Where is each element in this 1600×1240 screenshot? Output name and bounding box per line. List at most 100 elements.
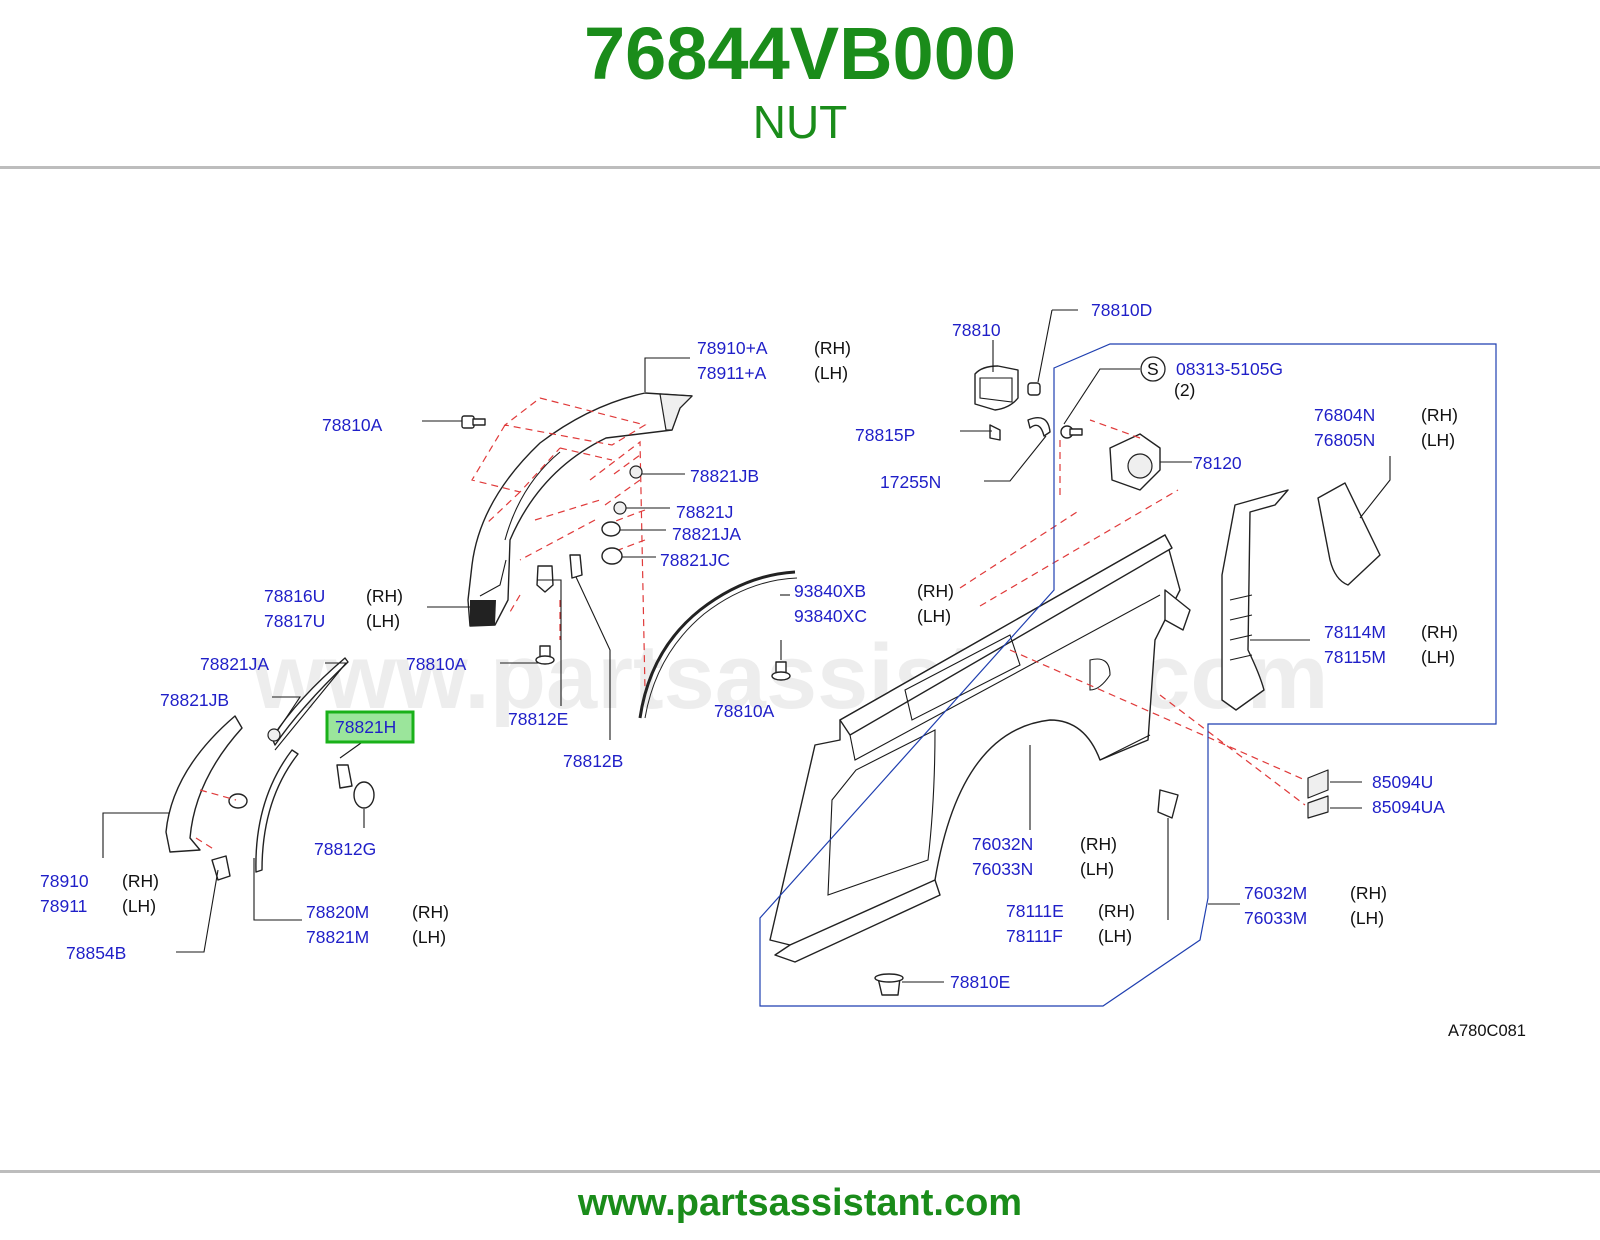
label-78820M[interactable]: 78820M bbox=[306, 902, 369, 922]
label-85094U[interactable]: 85094U bbox=[1372, 772, 1433, 792]
bolt-78810A-top bbox=[461, 415, 486, 429]
label-78810E[interactable]: 78810E bbox=[950, 972, 1010, 992]
label-78114M[interactable]: 78114M bbox=[1324, 622, 1386, 642]
label-76033M-side: (LH) bbox=[1350, 908, 1384, 928]
s-symbol-text: S bbox=[1147, 359, 1159, 379]
label-78810A-top[interactable]: 78810A bbox=[322, 415, 383, 435]
inner-pillar-78114M bbox=[1221, 489, 1289, 711]
label-76033N-side: (LH) bbox=[1080, 859, 1114, 879]
pin-78810D bbox=[1027, 382, 1041, 396]
label-93840XB-side: (RH) bbox=[917, 581, 954, 601]
label-17255N[interactable]: 17255N bbox=[880, 472, 941, 492]
label-78911A[interactable]: 78911+A bbox=[697, 363, 767, 383]
label-85094UA[interactable]: 85094UA bbox=[1372, 797, 1445, 817]
clip-78812E bbox=[536, 565, 554, 593]
screw-08313-5105G bbox=[1060, 425, 1083, 439]
label-78821JA-top[interactable]: 78821JA bbox=[672, 524, 741, 544]
clip-78810E bbox=[874, 973, 904, 996]
label-76033N[interactable]: 76033N bbox=[972, 859, 1033, 879]
label-78111E[interactable]: 78111E bbox=[1006, 901, 1064, 921]
label-08313-qty: (2) bbox=[1174, 380, 1195, 400]
header-divider bbox=[0, 166, 1600, 169]
label-76804N-side: (RH) bbox=[1421, 405, 1458, 425]
clip-78821JB bbox=[629, 465, 643, 479]
label-78910A-side: (RH) bbox=[814, 338, 851, 358]
diagram-reference-code: A780C081 bbox=[1448, 1022, 1526, 1040]
label-08313-5105G[interactable]: 08313-5105G bbox=[1176, 359, 1283, 379]
clip-78812B bbox=[569, 554, 583, 579]
spring-78815P bbox=[989, 424, 1001, 441]
label-78812B[interactable]: 78812B bbox=[563, 751, 623, 771]
label-76805N-side: (LH) bbox=[1421, 430, 1455, 450]
label-78810A-bottom[interactable]: 78810A bbox=[714, 701, 775, 721]
filler-housing-78120 bbox=[1109, 433, 1161, 491]
label-93840XC[interactable]: 93840XC bbox=[794, 606, 867, 626]
label-93840XB[interactable]: 93840XB bbox=[794, 581, 866, 601]
filler-76804N bbox=[1317, 482, 1381, 586]
label-78817U[interactable]: 78817U bbox=[264, 611, 325, 631]
label-78115M[interactable]: 78115M bbox=[1324, 647, 1386, 667]
label-78911A-side: (LH) bbox=[814, 363, 848, 383]
highlight-box bbox=[325, 710, 415, 744]
footer-divider bbox=[0, 1170, 1600, 1173]
label-78821JA-left[interactable]: 78821JA bbox=[200, 654, 269, 674]
label-78812E[interactable]: 78812E bbox=[508, 709, 568, 729]
label-78111E-side: (RH) bbox=[1098, 901, 1135, 921]
label-78114M-side: (RH) bbox=[1421, 622, 1458, 642]
clip-78821H bbox=[336, 764, 353, 789]
label-78821M[interactable]: 78821M bbox=[306, 927, 369, 947]
label-78821JB-top[interactable]: 78821JB bbox=[690, 466, 759, 486]
label-78115M-side: (LH) bbox=[1421, 647, 1455, 667]
part-name-subtitle: NUT bbox=[752, 96, 848, 148]
label-78821JC[interactable]: 78821JC bbox=[660, 550, 730, 570]
part-number-title: 76844VB000 bbox=[583, 12, 1017, 95]
label-78810D[interactable]: 78810D bbox=[1091, 300, 1152, 320]
label-78120[interactable]: 78120 bbox=[1193, 453, 1242, 473]
label-78910-side: (RH) bbox=[122, 871, 159, 891]
clip-78111E bbox=[1157, 789, 1179, 819]
label-78854B[interactable]: 78854B bbox=[66, 943, 126, 963]
label-78821JB-left[interactable]: 78821JB bbox=[160, 690, 229, 710]
leader-lines bbox=[102, 309, 1391, 983]
label-78111F[interactable]: 78111F bbox=[1006, 926, 1063, 946]
highlighted-part-label[interactable]: 78821H bbox=[325, 710, 415, 744]
label-78810[interactable]: 78810 bbox=[952, 320, 1001, 340]
label-78910[interactable]: 78910 bbox=[40, 871, 89, 891]
standard-part-symbol: S bbox=[1140, 356, 1166, 382]
clip-78821J bbox=[613, 501, 627, 515]
footer-website-link[interactable]: www.partsassistant.com bbox=[577, 1182, 1023, 1224]
label-76033M[interactable]: 76033M bbox=[1244, 908, 1307, 928]
label-78815P[interactable]: 78815P bbox=[855, 425, 915, 445]
label-78820M-side: (RH) bbox=[412, 902, 449, 922]
label-76805N[interactable]: 76805N bbox=[1314, 430, 1375, 450]
clip-78854B bbox=[211, 855, 231, 881]
label-78810A-mid[interactable]: 78810A bbox=[406, 654, 467, 674]
page-header: 76844VB000 NUT bbox=[0, 0, 1600, 168]
label-78911-side: (LH) bbox=[122, 896, 156, 916]
label-78821M-side: (LH) bbox=[412, 927, 446, 947]
label-78821J[interactable]: 78821J bbox=[676, 502, 733, 522]
pad-78812G bbox=[353, 781, 375, 809]
label-78910A[interactable]: 78910+A bbox=[697, 338, 768, 358]
label-76804N[interactable]: 76804N bbox=[1314, 405, 1375, 425]
label-76032N-side: (RH) bbox=[1080, 834, 1117, 854]
clip-78821JA-left bbox=[228, 793, 248, 809]
label-78812G[interactable]: 78812G bbox=[314, 839, 376, 859]
label-76032M-side: (RH) bbox=[1350, 883, 1387, 903]
label-78816U[interactable]: 78816U bbox=[264, 586, 325, 606]
clip-78821JB-left bbox=[267, 728, 281, 742]
clip-78821JC bbox=[601, 547, 623, 565]
rear-body-side-panel bbox=[769, 534, 1191, 963]
label-78111F-side: (LH) bbox=[1098, 926, 1132, 946]
bolt-78810A-mid bbox=[535, 645, 555, 665]
pad-85094UA bbox=[1307, 795, 1329, 819]
label-78911[interactable]: 78911 bbox=[40, 896, 87, 916]
label-76032M[interactable]: 76032M bbox=[1244, 883, 1307, 903]
label-78816U-side: (RH) bbox=[366, 586, 403, 606]
label-76032N[interactable]: 76032N bbox=[972, 834, 1033, 854]
fuel-filler-door-78810 bbox=[974, 365, 1019, 411]
label-78821H[interactable]: 78821H bbox=[335, 717, 396, 737]
label-93840XC-side: (LH) bbox=[917, 606, 951, 626]
label-78817U-side: (LH) bbox=[366, 611, 400, 631]
